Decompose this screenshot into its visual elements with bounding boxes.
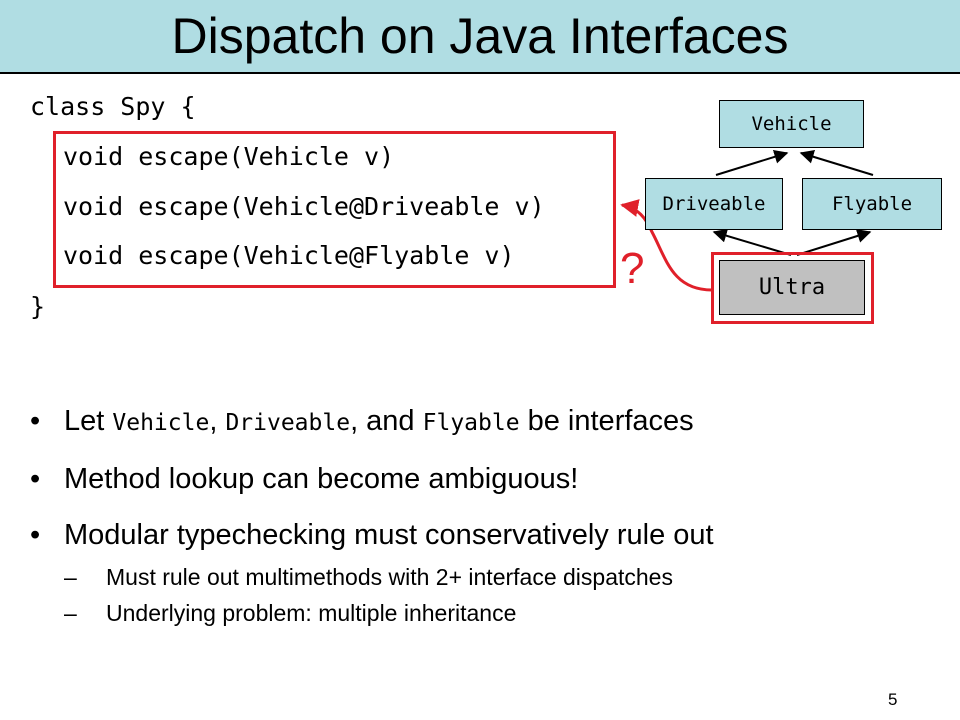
bullet-text: Modular typechecking must conservatively…	[64, 519, 714, 551]
type-driveable: Driveable	[225, 410, 351, 436]
ambiguity-question-mark: ?	[620, 244, 645, 293]
code-line-close-brace: }	[30, 292, 46, 321]
bullet-dot: •	[30, 463, 41, 495]
bullet-list: • Let Vehicle, Driveable, and Flyable be…	[30, 404, 940, 646]
title-divider	[0, 72, 960, 74]
node-driveable: Driveable	[645, 178, 783, 230]
sub-bullet-text: Must rule out multimethods with 2+ inter…	[106, 564, 673, 590]
bullet-item-interfaces: • Let Vehicle, Driveable, and Flyable be…	[30, 404, 940, 440]
bullet-text: be interfaces	[519, 405, 694, 437]
title-bar	[0, 0, 960, 72]
sub-bullet-dash: –	[64, 564, 77, 590]
page-number: 5	[888, 690, 898, 709]
code-highlight-box	[53, 131, 616, 288]
slide-title: Dispatch on Java Interfaces	[171, 8, 789, 64]
bullet-text: , and	[350, 405, 423, 437]
bullet-text: Method lookup can become ambiguous!	[64, 463, 579, 495]
edge-driveable-vehicle	[715, 150, 789, 176]
bullet-item-ambiguous: • Method lookup can become ambiguous!	[30, 462, 940, 496]
node-vehicle: Vehicle	[719, 100, 864, 148]
bullet-dot: •	[30, 405, 41, 437]
sub-bullet-text: Underlying problem: multiple inheritance	[106, 600, 517, 626]
ultra-highlight-box	[711, 252, 874, 324]
sub-bullet-dash: –	[64, 600, 77, 626]
code-line-escape-vehicle: void escape(Vehicle v)	[63, 142, 395, 171]
bullet-text: Let	[64, 405, 113, 437]
sub-bullet-inheritance: – Underlying problem: multiple inheritan…	[30, 598, 940, 628]
code-line-escape-flyable: void escape(Vehicle@Flyable v)	[63, 241, 515, 270]
bullet-item-typechecking: • Modular typechecking must conservative…	[30, 518, 940, 552]
code-line-escape-driveable: void escape(Vehicle@Driveable v)	[63, 192, 545, 221]
bullet-dot: •	[30, 519, 41, 551]
type-vehicle: Vehicle	[112, 410, 210, 436]
node-ultra: Ultra	[719, 260, 865, 315]
sub-bullet-multimethods: – Must rule out multimethods with 2+ int…	[30, 562, 940, 592]
edge-flyable-vehicle	[799, 149, 874, 176]
code-line-class: class Spy {	[30, 92, 196, 121]
bullet-text: ,	[209, 405, 226, 437]
type-flyable: Flyable	[422, 410, 520, 436]
node-flyable: Flyable	[802, 178, 942, 230]
